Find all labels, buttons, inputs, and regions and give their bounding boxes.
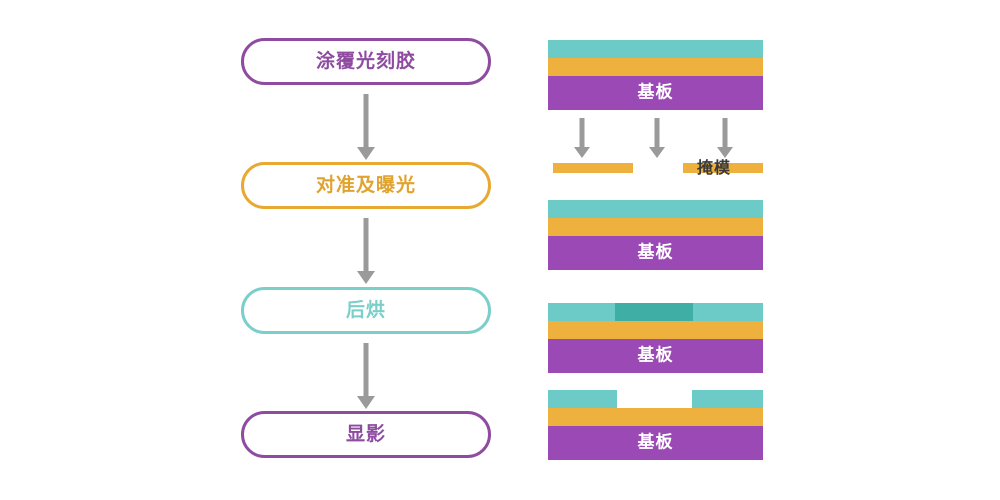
mask-bar-right xyxy=(683,163,763,173)
flow-connector-coat-to-expose xyxy=(355,94,377,160)
flow-node-coat[interactable]: 涂覆光刻胶 xyxy=(241,38,491,85)
down-arrow-icon xyxy=(574,147,590,158)
cross-section-coated: 基板 xyxy=(548,40,763,110)
light-ray-center xyxy=(647,118,667,158)
flow-node-coat-label: 涂覆光刻胶 xyxy=(315,50,416,72)
layer-substrate: 基板 xyxy=(548,426,763,460)
flow-node-align-expose[interactable]: 对准及曝光 xyxy=(241,162,491,209)
substrate-label: 基板 xyxy=(637,242,674,263)
layer-thin-film xyxy=(548,218,763,236)
substrate-label: 基板 xyxy=(637,345,674,366)
mask-label: 掩模 xyxy=(697,158,732,177)
layer-substrate: 基板 xyxy=(548,236,763,270)
light-ray-shaft xyxy=(579,118,585,148)
cross-section-developed: 基板 xyxy=(548,390,763,460)
layer-photoresist xyxy=(548,200,763,218)
layer-photoresist-right xyxy=(692,390,763,408)
down-arrow-icon xyxy=(649,147,665,158)
flow-node-develop-label: 显影 xyxy=(345,423,386,445)
down-arrow-icon xyxy=(357,271,375,284)
down-arrow-shaft xyxy=(363,94,369,147)
flow-node-align-expose-label: 对准及曝光 xyxy=(315,174,416,196)
down-arrow-icon xyxy=(357,396,375,409)
down-arrow-shaft xyxy=(363,343,369,396)
down-arrow-shaft xyxy=(363,218,369,271)
cross-section-baked: 基板 xyxy=(548,303,763,373)
substrate-label: 基板 xyxy=(637,82,674,103)
down-arrow-icon xyxy=(717,147,733,158)
layer-photoresist xyxy=(548,40,763,58)
cross-section-exposed: 基板 xyxy=(548,200,763,270)
light-ray-right xyxy=(715,118,735,158)
flow-connector-expose-to-bake xyxy=(355,218,377,284)
layer-thin-film xyxy=(548,321,763,339)
layer-photoresist-exposed-region xyxy=(615,303,693,321)
light-ray-shaft xyxy=(654,118,660,148)
layer-substrate: 基板 xyxy=(548,76,763,110)
layer-substrate: 基板 xyxy=(548,339,763,373)
layer-thin-film xyxy=(548,58,763,76)
flow-node-post-bake[interactable]: 后烘 xyxy=(241,287,491,334)
flow-node-develop[interactable]: 显影 xyxy=(241,411,491,458)
flow-connector-bake-to-develop xyxy=(355,343,377,409)
light-ray-shaft xyxy=(722,118,728,148)
flow-node-post-bake-label: 后烘 xyxy=(345,299,386,321)
layer-thin-film xyxy=(548,408,763,426)
light-ray-left xyxy=(572,118,592,158)
down-arrow-icon xyxy=(357,147,375,160)
substrate-label: 基板 xyxy=(637,432,674,453)
mask-bar-left xyxy=(553,163,633,173)
layer-photoresist-left xyxy=(548,390,617,408)
